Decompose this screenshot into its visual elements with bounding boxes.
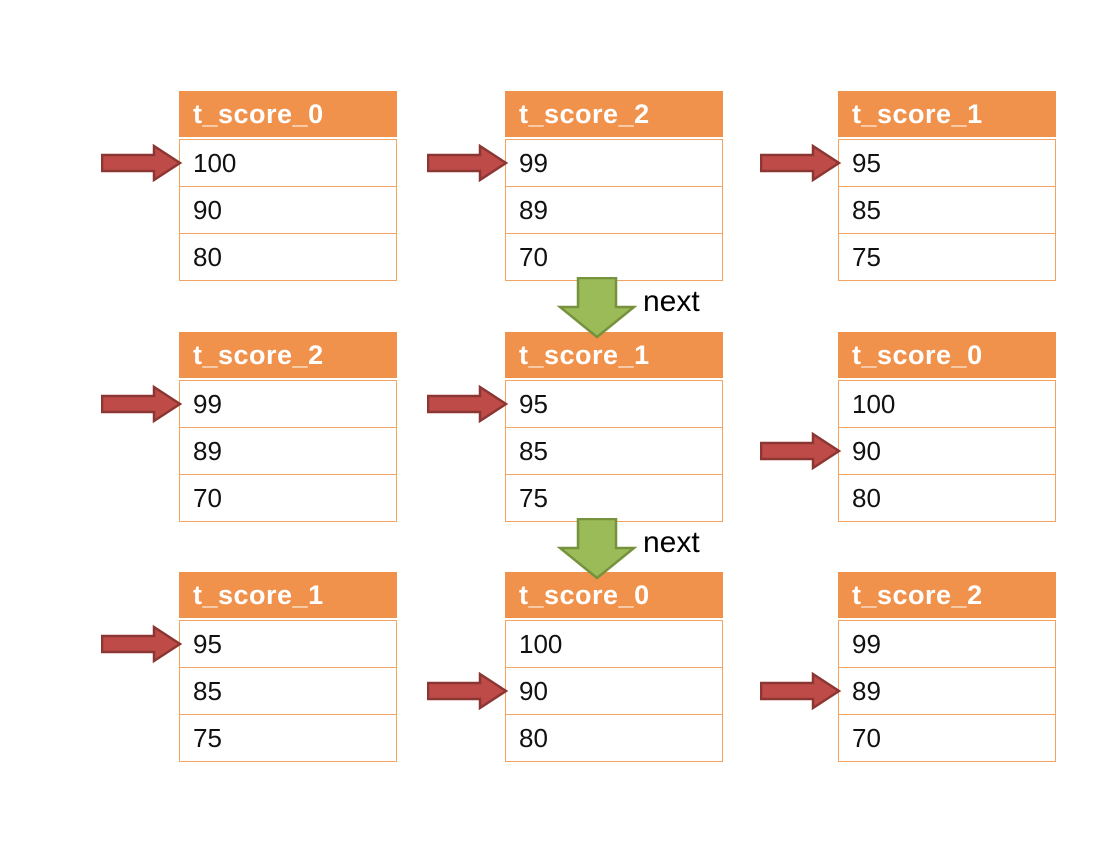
- table-cell: 99: [180, 381, 396, 428]
- table-body: 95 85 75: [838, 139, 1056, 281]
- table-cell: 75: [852, 242, 881, 272]
- table-cell: 89: [506, 187, 722, 234]
- table-header: t_score_0: [838, 332, 1056, 378]
- table-cell: 70: [193, 483, 222, 513]
- score-table-3: t_score_2 99 89 70: [101, 332, 397, 522]
- table-header: t_score_1: [505, 332, 723, 378]
- table-body: 100 90 80: [179, 139, 397, 281]
- score-table-4: t_score_1 95 85 75: [427, 332, 723, 522]
- score-table-1: t_score_2 99 89 70: [427, 91, 723, 281]
- table-header: t_score_2: [838, 572, 1056, 618]
- table-cell: 85: [506, 428, 722, 475]
- table-header: t_score_1: [838, 91, 1056, 137]
- table-cell: 85: [839, 187, 1055, 234]
- table-body: 95 85 75: [179, 620, 397, 762]
- table-cell: 99: [506, 140, 722, 187]
- next-label: next: [643, 285, 700, 318]
- table-body: 99 89 70: [505, 139, 723, 281]
- table-body: 100 90 80: [505, 620, 723, 762]
- table-cell: 90: [180, 187, 396, 234]
- table-cell: 75: [519, 483, 548, 513]
- score-table-0: t_score_0 100 90 80: [101, 91, 397, 281]
- table-header: t_score_2: [505, 91, 723, 137]
- table-header: t_score_1: [179, 572, 397, 618]
- pointer-arrow-icon: [101, 384, 183, 424]
- table-cell: 95: [839, 140, 1055, 187]
- next-step-indicator: next: [557, 518, 737, 580]
- table-header: t_score_0: [179, 91, 397, 137]
- pointer-arrow-icon: [760, 431, 842, 471]
- table-cell: 100: [506, 621, 722, 668]
- table-cell: 90: [506, 668, 722, 715]
- next-step-indicator: next: [557, 277, 737, 339]
- table-cell: 70: [519, 242, 548, 272]
- table-body: 99 89 70: [179, 380, 397, 522]
- table-header: t_score_2: [179, 332, 397, 378]
- table-cell: 90: [839, 428, 1055, 475]
- table-body: 100 90 80: [838, 380, 1056, 522]
- table-cell: 95: [506, 381, 722, 428]
- table-cell: 80: [519, 723, 548, 753]
- score-table-8: t_score_2 99 89 70: [760, 572, 1056, 762]
- table-cell: 89: [839, 668, 1055, 715]
- pointer-arrow-icon: [101, 143, 183, 183]
- pointer-arrow-icon: [427, 384, 509, 424]
- table-body: 99 89 70: [838, 620, 1056, 762]
- table-header: t_score_0: [505, 572, 723, 618]
- table-cell: 99: [839, 621, 1055, 668]
- table-cell: 80: [193, 242, 222, 272]
- table-cell: 100: [180, 140, 396, 187]
- pointer-arrow-icon: [760, 143, 842, 183]
- pointer-arrow-icon: [427, 143, 509, 183]
- table-body: 95 85 75: [505, 380, 723, 522]
- table-cell: 89: [180, 428, 396, 475]
- score-table-7: t_score_0 100 90 80: [427, 572, 723, 762]
- pointer-arrow-icon: [760, 671, 842, 711]
- next-arrow-icon: [557, 518, 637, 580]
- pointer-arrow-icon: [427, 671, 509, 711]
- table-cell: 85: [180, 668, 396, 715]
- table-cell: 70: [852, 723, 881, 753]
- score-table-2: t_score_1 95 85 75: [760, 91, 1056, 281]
- next-label: next: [643, 526, 700, 559]
- next-arrow-icon: [557, 277, 637, 339]
- table-cell: 100: [839, 381, 1055, 428]
- table-cell: 95: [180, 621, 396, 668]
- table-cell: 75: [193, 723, 222, 753]
- table-cell: 80: [852, 483, 881, 513]
- pointer-arrow-icon: [101, 624, 183, 664]
- score-table-5: t_score_0 100 90 80: [760, 332, 1056, 522]
- score-table-6: t_score_1 95 85 75: [101, 572, 397, 762]
